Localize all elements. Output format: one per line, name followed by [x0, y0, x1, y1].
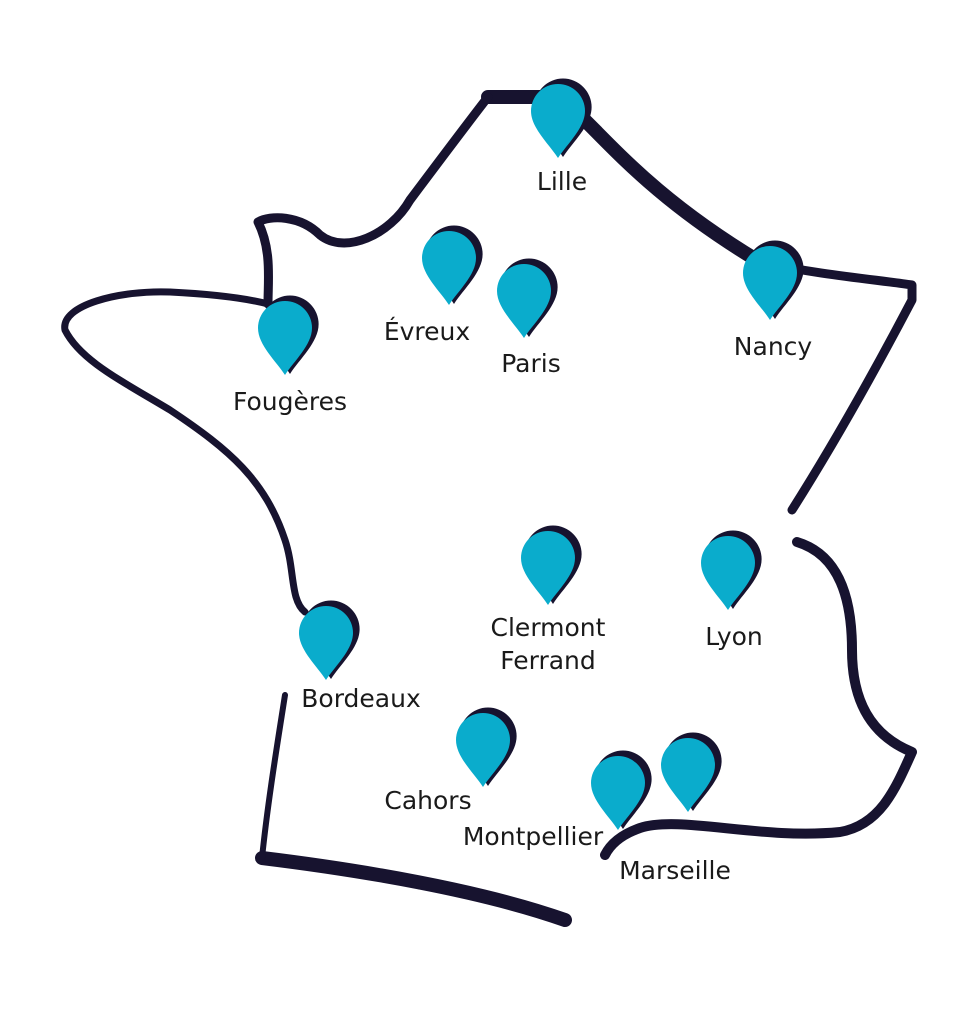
- location-pin-icon[interactable]: [591, 750, 652, 830]
- city-label: Montpellier: [463, 822, 604, 851]
- location-pin-icon[interactable]: [299, 600, 360, 680]
- location-pin-icon[interactable]: [743, 240, 804, 320]
- pin-body: [497, 264, 551, 338]
- location-pin-icon[interactable]: [497, 258, 558, 338]
- pin-body: [299, 606, 353, 680]
- pins-layer: [258, 78, 804, 830]
- pin-body: [521, 531, 575, 605]
- pin-body: [531, 84, 585, 158]
- location-pin-icon[interactable]: [521, 525, 582, 605]
- outline-north: [481, 90, 767, 269]
- pin-body: [743, 246, 797, 320]
- city-label: Évreux: [384, 317, 470, 346]
- location-pin-icon[interactable]: [422, 225, 483, 305]
- location-pin-icon[interactable]: [258, 295, 319, 375]
- pin-body: [591, 756, 645, 830]
- city-label: Paris: [501, 349, 561, 378]
- city-label-line2: Ferrand: [500, 646, 596, 675]
- pin-body: [701, 536, 755, 610]
- city-label: Marseille: [619, 856, 731, 885]
- outline-southwest: [259, 692, 288, 861]
- city-label: Lille: [537, 167, 587, 196]
- pin-body: [422, 231, 476, 305]
- city-label: Nancy: [734, 332, 813, 361]
- pin-body: [258, 301, 312, 375]
- city-label: Cahors: [384, 786, 471, 815]
- city-label: Fougères: [233, 387, 347, 416]
- city-label: Clermont: [491, 613, 606, 642]
- outline-brittany-north: [253, 92, 493, 309]
- country-outline: [61, 90, 917, 927]
- pin-body: [456, 713, 510, 787]
- outline-east: [600, 537, 917, 860]
- outline-south: [255, 851, 572, 927]
- location-pin-icon[interactable]: [531, 78, 592, 158]
- outline-northeast: [755, 257, 917, 515]
- location-pin-icon[interactable]: [456, 707, 517, 787]
- pin-body: [661, 738, 715, 812]
- outline-west: [61, 288, 309, 616]
- city-label: Lyon: [705, 622, 763, 651]
- city-label: Bordeaux: [301, 684, 421, 713]
- location-pin-icon[interactable]: [701, 530, 762, 610]
- location-pin-icon[interactable]: [661, 732, 722, 812]
